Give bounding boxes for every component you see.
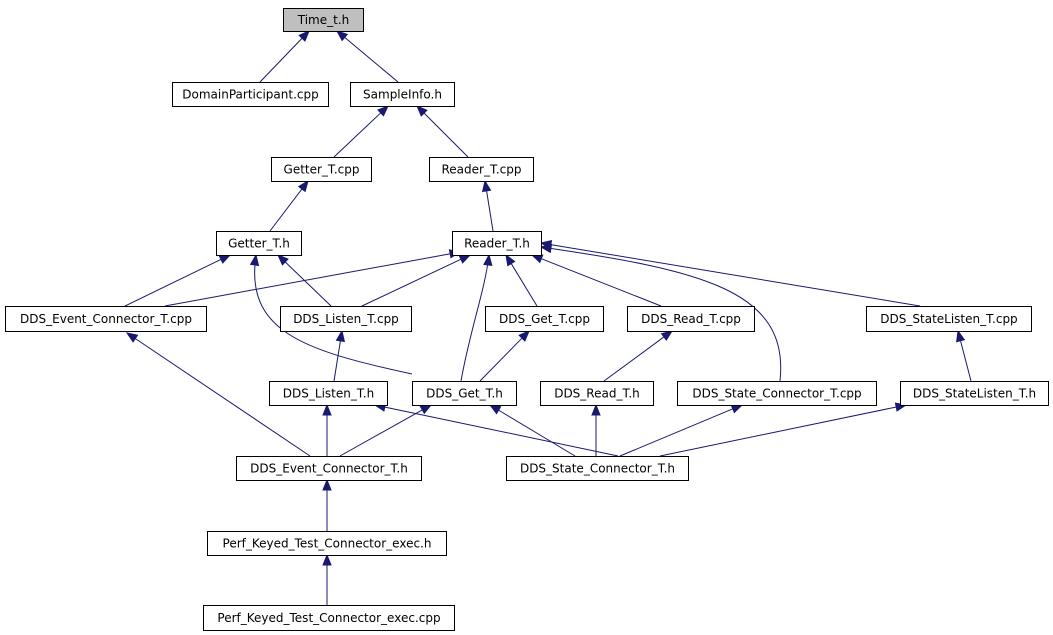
edge-dds_listen_t_cpp-to-reader_t_h bbox=[361, 254, 472, 307]
node-perf-keyed-test-connector-exec-h[interactable]: Perf_Keyed_Test_Connector_exec.h bbox=[207, 531, 447, 556]
node-getter-t-cpp[interactable]: Getter_T.cpp bbox=[271, 157, 372, 182]
node-dds-event-connector-t-cpp[interactable]: DDS_Event_Connector_T.cpp bbox=[5, 306, 207, 332]
edge-dds_listen_t_h-to-dds_listen_t_cpp bbox=[333, 329, 346, 382]
node-label: Time_t.h bbox=[297, 13, 350, 27]
node-label: DDS_Read_T.h bbox=[554, 387, 640, 401]
edge-dds_state_connector_t_h-to-dds_get_t_h bbox=[488, 404, 576, 457]
node-label: DDS_Read_T.cpp bbox=[641, 312, 741, 326]
edge-dds_get_t_h-to-dds_get_t_cpp bbox=[479, 330, 530, 382]
edge-perf_keyed_test_connector_exec_cpp-to-perf_keyed_test_connector_exec_h bbox=[322, 553, 332, 605]
node-box bbox=[485, 306, 604, 332]
node-box bbox=[540, 381, 654, 406]
edge-dds_event_connector_t_h-to-dds_listen_t_h bbox=[322, 403, 332, 456]
node-box bbox=[506, 456, 689, 481]
edge-dds_read_t_h-to-dds_read_t_cpp bbox=[603, 330, 674, 382]
node-dds-event-connector-t-h[interactable]: DDS_Event_Connector_T.h bbox=[236, 456, 422, 481]
node-box bbox=[429, 157, 534, 182]
node-domainparticipant-cpp[interactable]: DomainParticipant.cpp bbox=[172, 82, 329, 107]
node-label: Perf_Keyed_Test_Connector_exec.h bbox=[223, 537, 432, 551]
node-box bbox=[677, 381, 877, 406]
node-box bbox=[236, 456, 422, 481]
node-box bbox=[172, 82, 329, 107]
node-dds-state-connector-t-cpp[interactable]: DDS_State_Connector_T.cpp bbox=[677, 381, 877, 406]
node-dds-read-t-h[interactable]: DDS_Read_T.h bbox=[540, 381, 654, 406]
edge-dds_statelisten_t_h-to-dds_statelisten_t_cpp bbox=[956, 329, 972, 382]
edge-getter_t_cpp-to-sampleinfo_h bbox=[333, 105, 389, 158]
node-label: DDS_State_Connector_T.cpp bbox=[692, 387, 861, 401]
node-box bbox=[627, 306, 755, 332]
node-box bbox=[269, 381, 388, 406]
node-label: DDS_Listen_T.cpp bbox=[293, 312, 399, 326]
edge-dds_event_connector_t_h-to-dds_event_connector_t_cpp bbox=[125, 332, 311, 457]
node-label: Getter_T.cpp bbox=[284, 163, 360, 177]
edge-dds_statelisten_t_cpp-to-reader_t_h bbox=[539, 240, 921, 307]
node-box bbox=[452, 231, 542, 256]
node-box bbox=[280, 306, 412, 332]
node-reader-t-cpp[interactable]: Reader_T.cpp bbox=[429, 157, 534, 182]
edge-dds_state_connector_t_h-to-dds_statelisten_t_h bbox=[659, 402, 908, 457]
edge-dds_event_connector_t_h-to-dds_get_t_h bbox=[339, 404, 433, 457]
edge-sampleinfo_h-to-time_t_h bbox=[335, 30, 399, 83]
node-label: DDS_Event_Connector_T.h bbox=[250, 462, 408, 476]
node-box bbox=[216, 231, 302, 256]
node-box bbox=[900, 381, 1049, 406]
node-box bbox=[283, 8, 364, 32]
edge-dds_get_t_h-to-getter_t_h bbox=[249, 253, 413, 375]
node-box bbox=[866, 306, 1032, 332]
edge-dds_get_t_h-to-reader_t_h bbox=[460, 253, 493, 382]
edge-dds_event_connector_t_cpp-to-reader_t_h bbox=[164, 249, 462, 307]
node-perf-keyed-test-connector-exec-cpp[interactable]: Perf_Keyed_Test_Connector_exec.cpp bbox=[203, 605, 455, 631]
node-label: DDS_StateListen_T.cpp bbox=[880, 312, 1017, 326]
node-getter-t-h[interactable]: Getter_T.h bbox=[216, 231, 302, 256]
node-sampleinfo-h[interactable]: SampleInfo.h bbox=[350, 82, 455, 107]
node-label: SampleInfo.h bbox=[363, 88, 442, 102]
node-reader-t-h[interactable]: Reader_T.h bbox=[452, 231, 542, 256]
node-dds-listen-t-cpp[interactable]: DDS_Listen_T.cpp bbox=[280, 306, 412, 332]
node-label: DDS_State_Connector_T.h bbox=[520, 462, 675, 476]
node-dds-statelisten-t-h[interactable]: DDS_StateListen_T.h bbox=[900, 381, 1049, 406]
node-dds-listen-t-h[interactable]: DDS_Listen_T.h bbox=[269, 381, 388, 406]
node-dds-get-t-cpp[interactable]: DDS_Get_T.cpp bbox=[485, 306, 604, 332]
node-label: Reader_T.h bbox=[464, 237, 530, 251]
node-label: DomainParticipant.cpp bbox=[182, 88, 318, 102]
node-dds-statelisten-t-cpp[interactable]: DDS_StateListen_T.cpp bbox=[866, 306, 1032, 332]
edge-domainparticipant_cpp-to-time_t_h bbox=[259, 30, 310, 83]
node-label: DDS_Get_T.cpp bbox=[499, 312, 590, 326]
node-box bbox=[412, 381, 517, 406]
node-box bbox=[207, 531, 447, 556]
node-label: Reader_T.cpp bbox=[441, 163, 521, 177]
edge-dds_read_t_cpp-to-reader_t_h bbox=[530, 254, 662, 307]
node-dds-state-connector-t-h[interactable]: DDS_State_Connector_T.h bbox=[506, 456, 689, 481]
edge-dds_listen_t_cpp-to-getter_t_h bbox=[277, 254, 332, 307]
edge-dds_get_t_cpp-to-reader_t_h bbox=[505, 253, 538, 307]
node-label: DDS_StateListen_T.h bbox=[913, 387, 1036, 401]
node-box bbox=[350, 82, 455, 107]
edge-getter_t_h-to-getter_t_cpp bbox=[269, 179, 309, 232]
node-box bbox=[203, 605, 455, 631]
edge-reader_t_cpp-to-sampleinfo_h bbox=[416, 105, 469, 158]
node-dds-get-t-h[interactable]: DDS_Get_T.h bbox=[412, 381, 517, 406]
edge-dds_event_connector_t_cpp-to-getter_t_h bbox=[124, 254, 232, 307]
edge-perf_keyed_test_connector_exec_h-to-dds_event_connector_t_h bbox=[322, 478, 332, 531]
node-time-t-h[interactable]: Time_t.h bbox=[283, 8, 364, 32]
edges-layer bbox=[124, 30, 972, 605]
node-dds-read-t-cpp[interactable]: DDS_Read_T.cpp bbox=[627, 306, 755, 332]
node-box bbox=[271, 157, 372, 182]
node-label: Getter_T.h bbox=[228, 237, 290, 251]
node-box bbox=[5, 306, 207, 332]
edge-reader_t_h-to-reader_t_cpp bbox=[481, 179, 494, 232]
node-label: DDS_Listen_T.h bbox=[283, 387, 374, 401]
node-label: DDS_Get_T.h bbox=[426, 387, 503, 401]
node-label: DDS_Event_Connector_T.cpp bbox=[20, 312, 192, 326]
edge-dds_state_connector_t_h-to-dds_read_t_h bbox=[591, 403, 601, 456]
node-label: Perf_Keyed_Test_Connector_exec.cpp bbox=[217, 611, 440, 625]
edge-dds_state_connector_t_h-to-dds_state_connector_t_cpp bbox=[619, 404, 744, 457]
